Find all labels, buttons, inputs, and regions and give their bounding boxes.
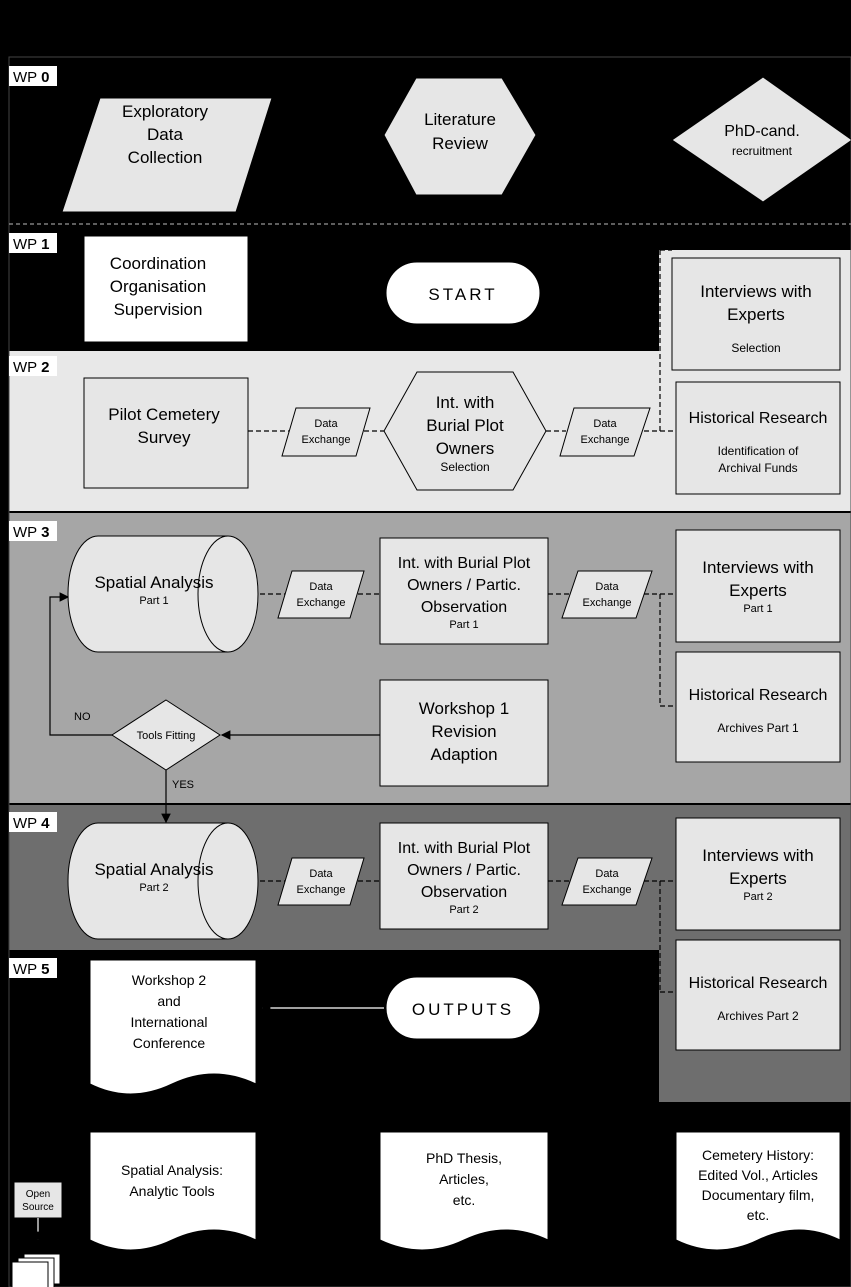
phd-thesis-document: PhD Thesis,Articles,etc. — [379, 1131, 549, 1251]
phd-recruitment-node: PhD-cand.recruitment — [671, 76, 851, 203]
svg-text:Cemetery History:Edited Vol.,: Cemetery History:Edited Vol., ArticlesDo… — [698, 1147, 818, 1223]
wp5-label: WP 5 — [9, 958, 57, 978]
svg-text:Tools Fitting: Tools Fitting — [137, 730, 196, 742]
wp3-label: WP 3 — [9, 521, 57, 541]
svg-text:PhD-cand.recruitment: PhD-cand.recruitment — [724, 123, 800, 158]
connectors — [49, 198, 676, 1013]
svg-text:WP 3: WP 3 — [13, 524, 49, 541]
start-node: START — [385, 261, 541, 325]
wp1-label: WP 1 — [9, 233, 57, 253]
no-label: NO — [74, 711, 91, 723]
svg-text:WP 0: WP 0 — [13, 69, 49, 86]
stacked-documents-icon — [11, 1253, 61, 1287]
svg-text:Spatial Analysis:Analytic Tool: Spatial Analysis:Analytic Tools — [121, 1162, 223, 1199]
frame — [8, 56, 851, 1287]
svg-text:WP 1: WP 1 — [13, 236, 49, 253]
spatial-tools-document: Spatial Analysis:Analytic Tools — [89, 1131, 257, 1251]
wp4-label: WP 4 — [9, 812, 57, 832]
svg-text:WP 2: WP 2 — [13, 359, 49, 376]
wp0-label: WP 0 — [9, 66, 57, 86]
svg-text:START: START — [428, 285, 497, 304]
svg-text:PhD Thesis,Articles,etc.: PhD Thesis,Articles,etc. — [426, 1150, 502, 1208]
svg-text:WP 4: WP 4 — [13, 815, 50, 832]
outputs-node: OUTPUTS — [385, 976, 541, 1040]
svg-text:OUTPUTS: OUTPUTS — [412, 1000, 514, 1019]
svg-text:WP 5: WP 5 — [13, 961, 49, 978]
tools-fitting-decision: Tools Fitting — [111, 699, 221, 771]
yes-label: YES — [172, 779, 194, 791]
wp2-label: WP 2 — [9, 356, 57, 376]
